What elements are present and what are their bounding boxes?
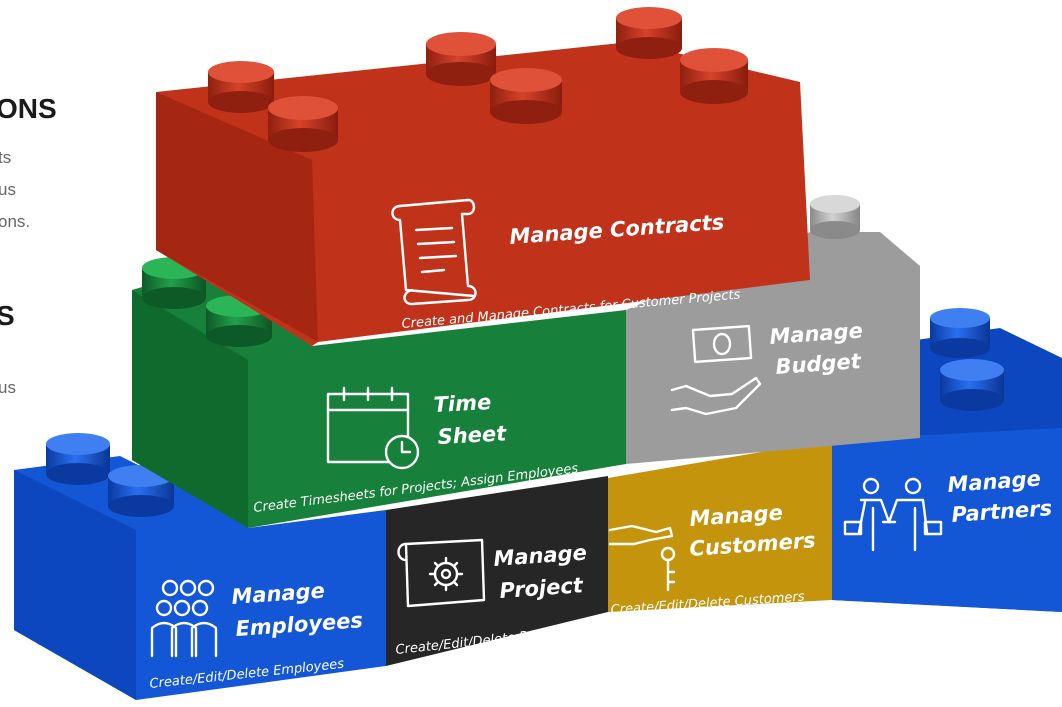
blueprint-gear-icon: [397, 538, 486, 608]
stud: [46, 433, 110, 485]
stud: [930, 308, 990, 358]
side-heading-1: ONS: [0, 93, 57, 124]
stud: [208, 61, 274, 113]
stud: [268, 96, 338, 152]
people-group-icon: [150, 579, 218, 658]
side-text: ONS ts us ons. S us: [0, 93, 57, 397]
stud: [490, 68, 562, 124]
side-line-3: ons.: [0, 212, 30, 231]
scroll-icon: [391, 198, 477, 306]
stud: [616, 7, 682, 59]
stud: [810, 195, 860, 239]
timesheet-title-1: Time: [433, 390, 492, 417]
hand-key-icon: [608, 524, 676, 592]
side-line-1: ts: [0, 148, 11, 167]
money-hand-icon: [670, 324, 762, 416]
block-manage-project: Manage Project Create/Edit/Delete Projec…: [386, 476, 608, 666]
calendar-clock-icon: [326, 386, 420, 470]
block-manage-customers: Manage Customers Create/Edit/Delete Cust…: [608, 440, 832, 618]
stud: [940, 359, 1004, 411]
block-manage-contracts: Manage Contracts Create and Manage Contr…: [156, 7, 810, 346]
stud: [206, 295, 272, 347]
handshake-icon: [843, 477, 943, 552]
project-title-2: Project: [499, 573, 585, 603]
block-manage-employees: Manage Employees Create/Edit/Delete Empl…: [14, 433, 386, 700]
side-heading-2: S: [0, 300, 15, 331]
stud: [680, 48, 748, 104]
side-line-4: us: [0, 378, 16, 397]
stud: [426, 32, 496, 86]
timesheet-title-2: Sheet: [437, 421, 508, 449]
side-line-2: us: [0, 180, 16, 199]
